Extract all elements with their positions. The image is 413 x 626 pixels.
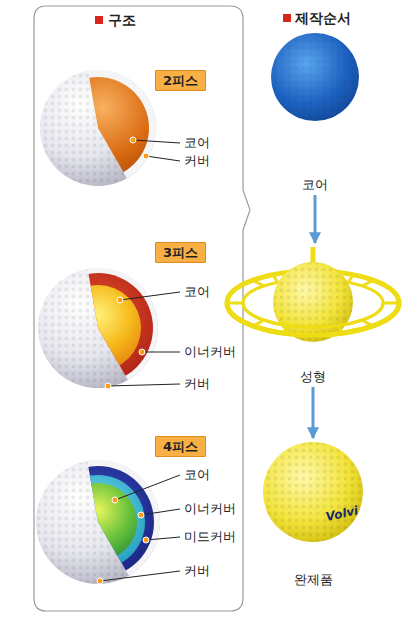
part-label: 미드커버 bbox=[184, 529, 236, 545]
step-label: 코어 bbox=[302, 177, 328, 193]
step-label: 성형 bbox=[300, 369, 326, 385]
core-ball bbox=[265, 30, 365, 193]
part-label: 커버 bbox=[184, 563, 210, 579]
part-label: 커버 bbox=[184, 376, 210, 392]
panel-outline bbox=[33, 5, 252, 612]
mold-figure bbox=[222, 245, 404, 385]
process-step: 성형 bbox=[222, 245, 404, 385]
three-piece-ball bbox=[38, 268, 158, 388]
part-label: 코어 bbox=[184, 135, 210, 151]
piece-badge: 3피스 bbox=[155, 242, 206, 263]
four-piece-ball bbox=[36, 460, 160, 584]
part-label: 코어 bbox=[184, 284, 210, 300]
part-label: 이너커버 bbox=[184, 344, 236, 360]
structure-panel: 구조 2피스 3피스 4피스 bbox=[33, 5, 252, 612]
part-label: 커버 bbox=[184, 153, 210, 169]
flow-arrow bbox=[314, 195, 317, 243]
heading-bullet bbox=[95, 16, 103, 24]
section-heading: 구조 bbox=[108, 11, 136, 29]
two-piece-ball bbox=[40, 70, 156, 186]
step-label: 완제품 bbox=[294, 572, 333, 588]
piece-label: 3피스 bbox=[155, 242, 206, 263]
piece-label: 4피스 bbox=[155, 436, 206, 457]
flow-arrow bbox=[312, 387, 315, 438]
part-label: 이너커버 bbox=[184, 501, 236, 517]
section-heading: 제작순서 bbox=[295, 9, 351, 27]
process-step: 코어 bbox=[265, 30, 365, 193]
leader-lines bbox=[100, 140, 180, 581]
piece-label: 2피스 bbox=[155, 70, 206, 91]
heading-bullet bbox=[283, 14, 291, 22]
piece-badge: 4피스 bbox=[155, 436, 206, 457]
heading-row: 구조 bbox=[95, 11, 136, 29]
part-label: 코어 bbox=[184, 467, 210, 483]
piece-badge: 2피스 bbox=[155, 70, 206, 91]
leader-dots bbox=[97, 137, 149, 584]
